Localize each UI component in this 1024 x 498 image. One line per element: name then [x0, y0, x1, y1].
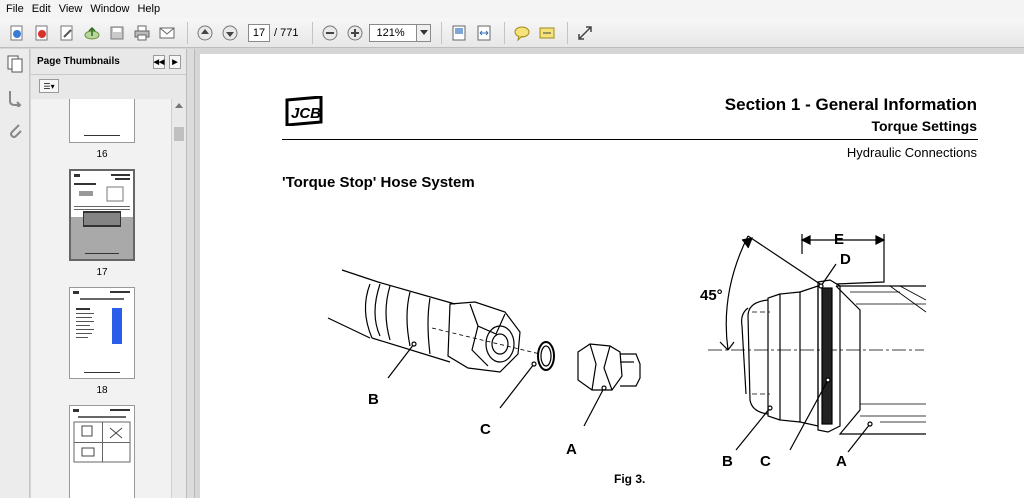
email-icon[interactable]	[156, 22, 178, 44]
scroll-up-icon[interactable]	[175, 103, 183, 108]
zoom-dropdown-chevron-icon[interactable]	[417, 23, 432, 42]
label-d-right: D	[840, 251, 851, 268]
label-a-left: A	[566, 441, 577, 458]
page-total: / 771	[274, 26, 299, 39]
thumbnail-page-19[interactable]	[69, 405, 135, 498]
options-menu-icon[interactable]: ☰▾	[39, 79, 59, 93]
clip-icon[interactable]	[6, 89, 24, 109]
edit-icon[interactable]	[56, 22, 78, 44]
hose-diagram: B C A	[327, 231, 927, 470]
toolbar-separator	[312, 21, 314, 44]
figure-caption: Fig 3.	[614, 472, 646, 486]
thumbnails-header: Page Thumbnails ◀◀ ▶	[31, 49, 186, 75]
hose-assembly-drawing	[327, 269, 641, 427]
thumbnail-label-17: 17	[96, 267, 108, 278]
attachment-icon[interactable]	[6, 121, 24, 139]
menu-window[interactable]: Window	[90, 3, 130, 15]
navigation-strip	[0, 49, 30, 498]
toolbar-separator	[504, 21, 506, 44]
print-icon[interactable]	[131, 22, 153, 44]
label-c-right: C	[760, 453, 771, 470]
next-page-icon[interactable]	[219, 22, 241, 44]
panel-menu-icon[interactable]: ▶	[169, 55, 181, 69]
thumbnail-list[interactable]: 16 17	[31, 99, 171, 498]
thumbnails-panel: Page Thumbnails ◀◀ ▶ ☰▾ 16	[31, 49, 187, 498]
menu-help[interactable]: Help	[137, 3, 161, 15]
menu-bar: File Edit View Window Help	[0, 0, 1024, 18]
jcb-logo: JCB	[283, 95, 325, 127]
label-b-left: B	[368, 391, 379, 408]
document-viewport[interactable]: JCB Section 1 - General Information Torq…	[196, 49, 1024, 498]
upload-icon[interactable]	[81, 22, 103, 44]
toolbar-separator	[187, 21, 188, 44]
label-a-right: A	[836, 453, 847, 470]
thumbnail-label-16: 16	[96, 149, 108, 160]
fitting-section-drawing	[708, 234, 927, 453]
thumbnail-page-18[interactable]	[69, 287, 135, 379]
thumbnails-icon[interactable]	[6, 55, 24, 73]
document-page: JCB Section 1 - General Information Torq…	[200, 54, 1024, 498]
menu-view[interactable]: View	[58, 3, 83, 15]
label-c-left: C	[480, 421, 491, 438]
page-heading: 'Torque Stop' Hose System	[282, 174, 475, 191]
panel-splitter[interactable]	[187, 49, 195, 498]
comment-icon[interactable]	[511, 22, 533, 44]
menu-edit[interactable]: Edit	[31, 3, 51, 15]
panel-title: Page Thumbnails	[37, 56, 120, 67]
toolbar-separator	[567, 21, 569, 44]
menu-file[interactable]: File	[6, 3, 24, 15]
zoom-in-icon[interactable]	[344, 22, 366, 44]
expand-icon[interactable]	[574, 22, 596, 44]
toolbar-separator	[441, 21, 443, 44]
label-angle: 45°	[700, 287, 723, 304]
acrobat-icon[interactable]	[31, 22, 53, 44]
label-b-right: B	[722, 453, 733, 470]
thumbnail-page-17[interactable]	[69, 169, 135, 261]
header-rule	[282, 139, 978, 140]
highlight-icon[interactable]	[536, 22, 558, 44]
zoom-out-icon[interactable]	[319, 22, 341, 44]
section-title: Section 1 - General Information	[724, 95, 977, 114]
scroll-thumb[interactable]	[174, 127, 184, 141]
fit-width-icon[interactable]	[473, 22, 495, 44]
create-pdf-icon[interactable]	[6, 22, 28, 44]
fit-page-icon[interactable]	[448, 22, 470, 44]
label-e-right: E	[834, 231, 844, 248]
thumbnail-label-18: 18	[96, 385, 108, 396]
prev-page-icon[interactable]	[194, 22, 216, 44]
toolbar: 17 / 771 121%	[0, 18, 1024, 48]
svg-text:JCB: JCB	[291, 105, 321, 122]
thumbnail-scrollbar[interactable]	[171, 99, 186, 498]
topic-title: Hydraulic Connections	[846, 145, 977, 160]
collapse-panel-icon[interactable]: ◀◀	[153, 55, 165, 69]
page-number-input[interactable]: 17	[248, 23, 270, 42]
thumbnail-page-16[interactable]	[69, 99, 135, 143]
thumbnail-options: ☰▾	[31, 75, 186, 97]
zoom-input[interactable]: 121%	[369, 23, 418, 42]
subsection-title: Torque Settings	[871, 118, 977, 134]
save-icon[interactable]	[106, 22, 128, 44]
